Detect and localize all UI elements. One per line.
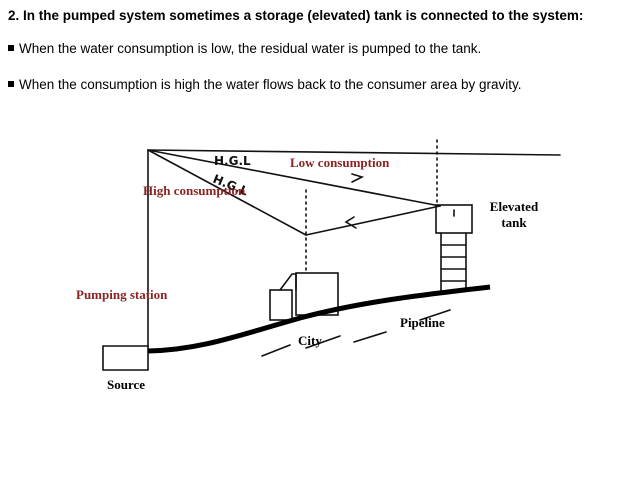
city-building-roof — [279, 273, 297, 291]
elevated-tank-label: Elevated tank — [486, 199, 542, 230]
bullet-square-icon — [8, 45, 14, 51]
bullet-low-consumption: When the water consumption is low, the r… — [8, 41, 481, 56]
arrow-lower — [344, 216, 357, 229]
elevated-tank — [435, 204, 473, 234]
bullet-text: When the consumption is high the water f… — [19, 77, 522, 92]
city-building-left — [269, 289, 293, 321]
elevated-tank-label-line1: Elevated — [489, 199, 539, 214]
hgl-low-line — [147, 149, 561, 156]
source-basin — [102, 345, 149, 371]
low-consumption-label: Low consumption — [290, 155, 390, 170]
pipeline-ground — [147, 284, 491, 354]
arrow-upper — [351, 173, 365, 183]
elevated-tank-label-line2: tank — [501, 214, 527, 230]
slide-heading: 2. In the pumped system sometimes a stor… — [8, 8, 584, 23]
pipeline-label: Pipeline — [400, 315, 445, 330]
hgl-to-tank-line — [147, 149, 441, 207]
hgl-upper-label: H.G.L — [214, 154, 251, 168]
city-label: City — [298, 333, 322, 348]
bullet-text: When the water consumption is low, the r… — [19, 41, 482, 56]
high-consumption-label: High consumption — [143, 183, 246, 198]
hgl-high-line — [147, 149, 307, 236]
bullet-square-icon — [8, 81, 14, 87]
pumping-station-label: Pumping station — [76, 287, 168, 302]
source-label: Source — [107, 377, 146, 392]
tank-return-line — [305, 205, 441, 236]
bullet-high-consumption: When the consumption is high the water f… — [8, 77, 522, 92]
